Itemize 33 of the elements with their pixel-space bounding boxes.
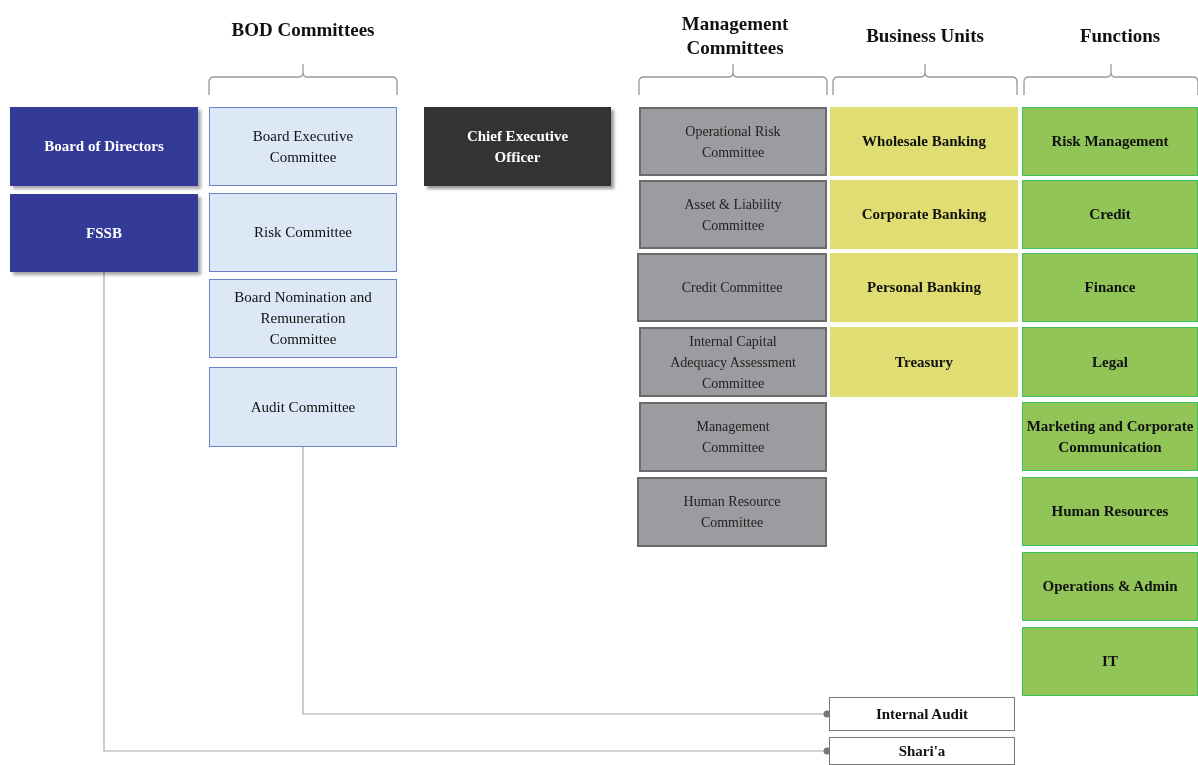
unit-box: Shari'a <box>829 737 1015 765</box>
column-heading: Business Units <box>865 24 985 48</box>
business-unit-box: Wholesale Banking <box>830 107 1018 176</box>
function-box: Marketing and Corporate Communication <box>1022 402 1198 471</box>
business-unit-box: Personal Banking <box>830 253 1018 322</box>
function-box: IT <box>1022 627 1198 696</box>
function-box: Finance <box>1022 253 1198 322</box>
committee-box: Management Committee <box>639 402 827 472</box>
committee-box: Asset & Liability Committee <box>639 180 827 249</box>
board-box: Board of Directors <box>10 107 198 186</box>
committee-box: Credit Committee <box>637 253 827 322</box>
unit-box: Internal Audit <box>829 697 1015 731</box>
committee-box: Human Resource Committee <box>637 477 827 547</box>
function-box: Risk Management <box>1022 107 1198 176</box>
executive-box: Chief Executive Officer <box>424 107 611 186</box>
connector-line <box>302 446 831 718</box>
function-box: Operations & Admin <box>1022 552 1198 621</box>
function-box: Human Resources <box>1022 477 1198 546</box>
committee-box: Board Nomination and Remuneration Committee <box>209 279 397 358</box>
committee-box: Board Executive Committee <box>209 107 397 186</box>
board-box: FSSB <box>10 194 198 272</box>
committee-box: Risk Committee <box>209 193 397 272</box>
business-unit-box: Treasury <box>830 327 1018 397</box>
column-heading: Management Committees <box>680 12 790 60</box>
business-unit-box: Corporate Banking <box>830 180 1018 249</box>
committee-box: Internal Capital Adequacy Assessment Committee <box>639 327 827 397</box>
function-box: Legal <box>1022 327 1198 397</box>
committee-box: Operational Risk Committee <box>639 107 827 176</box>
column-heading: Functions <box>1078 24 1162 48</box>
committee-box: Audit Committee <box>209 367 397 447</box>
connector-line <box>103 271 831 755</box>
function-box: Credit <box>1022 180 1198 249</box>
column-heading: BOD Committees <box>230 18 376 42</box>
